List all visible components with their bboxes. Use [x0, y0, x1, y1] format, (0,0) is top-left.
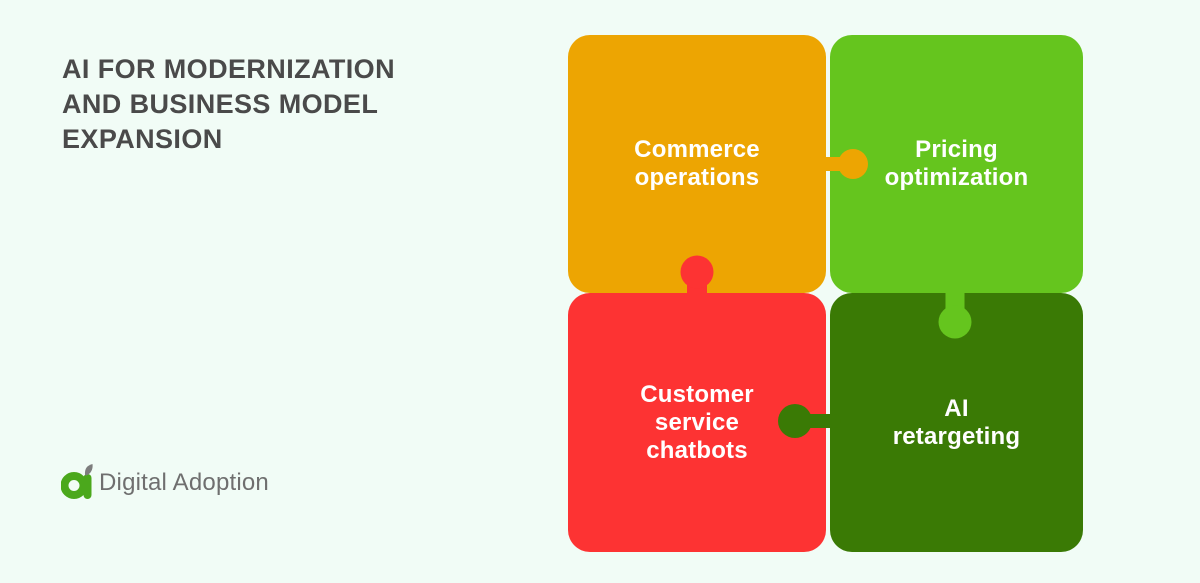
puzzle-piece-label: AI retargeting	[892, 394, 1021, 450]
digital-adoption-logo-text: Digital Adoption	[99, 469, 269, 496]
puzzle-piece-commerce-operations: Commerce operations	[568, 35, 826, 293]
puzzle-grid: Commerce operations Pricing optimization…	[568, 35, 1083, 552]
digital-adoption-logo: Digital Adoption	[61, 464, 269, 499]
leaf-icon	[84, 464, 93, 476]
puzzle-piece-customer-service-chatbots: Customer service chatbots	[568, 293, 826, 552]
page-title: AI FOR MODERNIZATION AND BUSINESS MODEL …	[62, 54, 395, 154]
puzzle-piece-label: Commerce operations	[634, 136, 760, 191]
digital-adoption-logo-icon	[61, 464, 93, 499]
puzzle-piece-label: Customer service chatbots	[640, 380, 754, 464]
puzzle-piece-label: Pricing optimization	[884, 136, 1029, 191]
puzzle-piece-pricing-optimization: Pricing optimization	[830, 35, 1083, 293]
puzzle-piece-ai-retargeting: AI retargeting	[830, 293, 1083, 552]
